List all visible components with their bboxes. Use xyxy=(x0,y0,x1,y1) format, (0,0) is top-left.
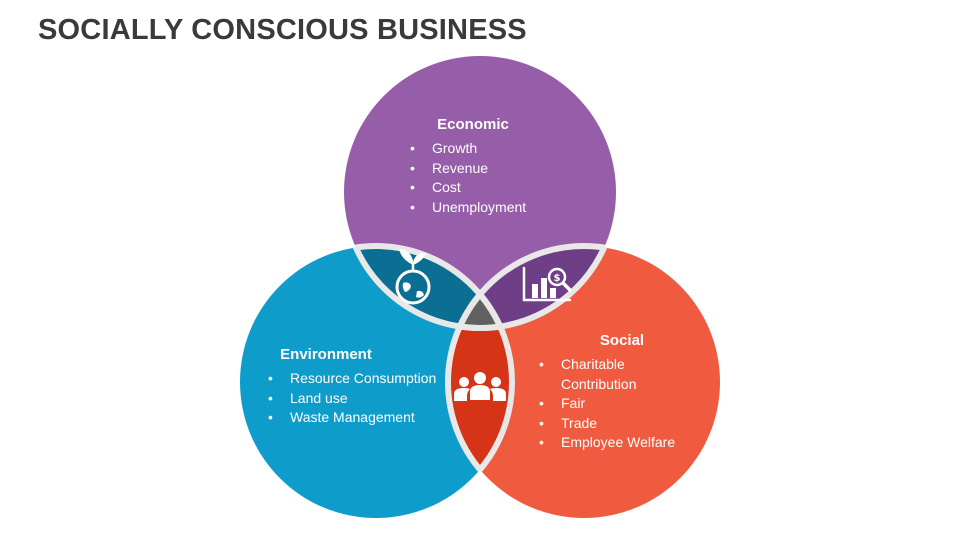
social-section: Social Charitable Contribution Fair Trad… xyxy=(537,332,697,453)
economic-section: Economic Growth Revenue Cost Unemploymen… xyxy=(408,116,558,217)
economic-heading: Economic xyxy=(437,116,509,133)
list-item: Land use xyxy=(266,389,441,409)
economic-list: Growth Revenue Cost Unemployment xyxy=(408,139,558,217)
social-list: Charitable Contribution Fair Trade Emplo… xyxy=(537,355,697,453)
environment-list: Resource Consumption Land use Waste Mana… xyxy=(266,369,441,428)
plant-globe-icon xyxy=(395,249,431,305)
list-item: Cost xyxy=(408,178,558,198)
list-item: Growth xyxy=(408,139,558,159)
team-people-icon xyxy=(454,372,506,401)
list-item: Revenue xyxy=(408,159,558,179)
page-title: SOCIALLY CONSCIOUS BUSINESS xyxy=(38,14,527,46)
list-item: Employee Welfare xyxy=(537,433,697,453)
list-item: Charitable Contribution xyxy=(537,355,697,394)
social-heading: Social xyxy=(599,332,645,349)
environment-heading: Environment xyxy=(280,346,372,363)
economic-environment-overlap xyxy=(344,246,512,328)
list-item: Unemployment xyxy=(408,198,558,218)
environment-section: Environment Resource Consumption Land us… xyxy=(266,346,441,428)
svg-text:$: $ xyxy=(554,273,561,284)
financial-analysis-icon: $ xyxy=(522,266,572,302)
list-item: Trade xyxy=(537,414,697,434)
list-item: Waste Management xyxy=(266,408,441,428)
economic-social-overlap xyxy=(448,246,616,328)
list-item: Fair xyxy=(537,394,697,414)
list-item: Resource Consumption xyxy=(266,369,441,389)
